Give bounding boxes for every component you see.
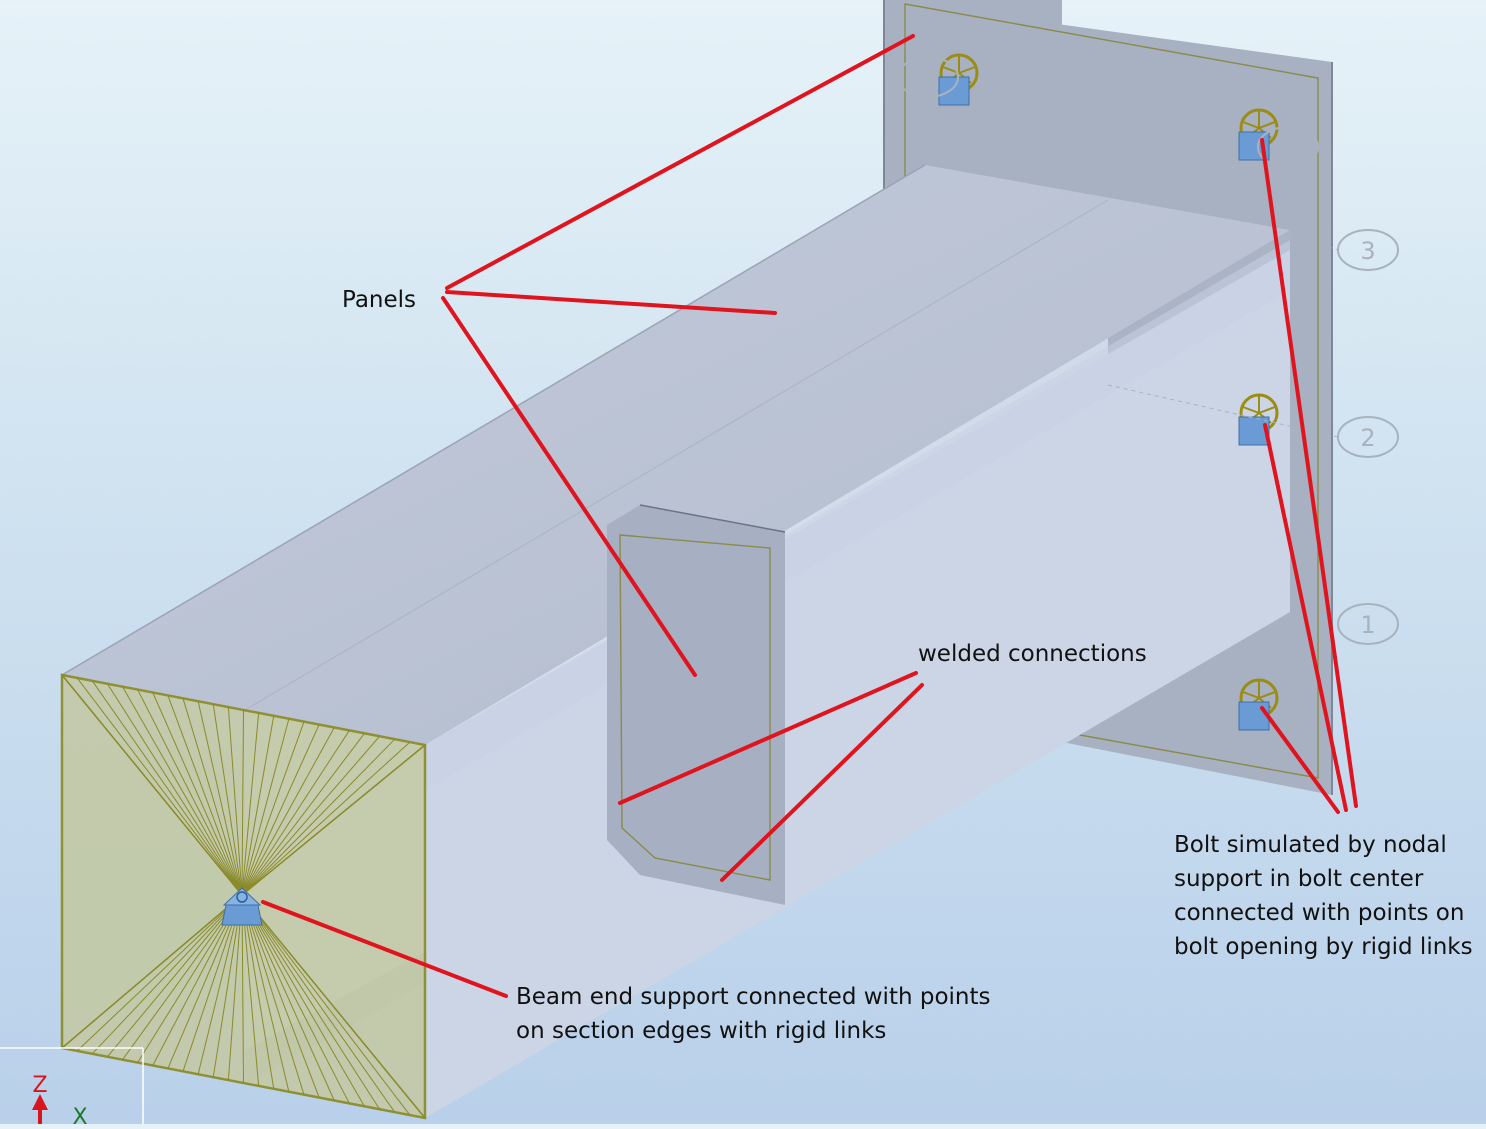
stiffener-plate-panel[interactable]	[607, 504, 786, 905]
leader-bolt-3	[1260, 138, 1358, 808]
leader-panels-top-flange	[445, 290, 777, 315]
bolt-support-icon[interactable]	[1238, 393, 1279, 446]
rigid-links	[61, 674, 426, 1119]
svg-text:2: 2	[1100, 99, 1115, 127]
leader-welded-1	[618, 671, 918, 805]
leader-lines	[261, 34, 1358, 998]
svg-text:3: 3	[1360, 237, 1375, 265]
leader-bolt-2	[1263, 423, 1348, 812]
svg-text:1: 1	[920, 64, 935, 92]
grid-marker-side-3: 3	[1337, 229, 1399, 271]
annotation-bolt-line: Bolt simulated by nodal	[1174, 832, 1447, 858]
grid-line	[1289, 234, 1339, 251]
annotation-beam-end: Beam end support connected with points o…	[516, 980, 991, 1048]
annotation-beam-end-line: Beam end support connected with points	[516, 984, 991, 1010]
axis-x-label: X	[72, 1105, 87, 1124]
top-flange-panel[interactable]	[61, 164, 1290, 745]
annotation-bolt-line: bolt opening by rigid links	[1174, 934, 1473, 960]
grid-marker-side-1: 1	[1337, 603, 1399, 645]
grid-marker-side-2: 2	[1337, 416, 1399, 458]
annotation-bolt: Bolt simulated by nodal support in bolt …	[1174, 828, 1473, 964]
leader-panels-stiffener	[441, 296, 697, 677]
axis-z-label: Z	[32, 1073, 47, 1098]
grid-marker-top-3: 3	[1257, 126, 1319, 168]
leader-bolt-1	[1260, 706, 1340, 814]
axis-triad-icon: Z X	[0, 1047, 144, 1129]
bolt-support-icon[interactable]	[938, 53, 979, 106]
svg-text:1: 1	[1360, 611, 1375, 639]
annotation-panels: Panels	[342, 287, 417, 313]
annotation-bolt-line: connected with points on	[1174, 900, 1465, 926]
svg-text:2: 2	[1360, 424, 1375, 452]
leader-panels-end-plate	[445, 34, 915, 290]
bolt-support-icon[interactable]	[1238, 678, 1279, 731]
annotation-beam-end-line: on section edges with rigid links	[516, 1018, 887, 1044]
nodal-support-icon[interactable]	[221, 887, 263, 926]
annotation-welded-connections: welded connections	[918, 641, 1147, 667]
annotation-bolt-line: support in bolt center	[1174, 866, 1424, 892]
leader-beam-end	[261, 900, 508, 998]
leader-welded-2	[720, 683, 924, 882]
svg-text:3: 3	[1280, 134, 1295, 162]
